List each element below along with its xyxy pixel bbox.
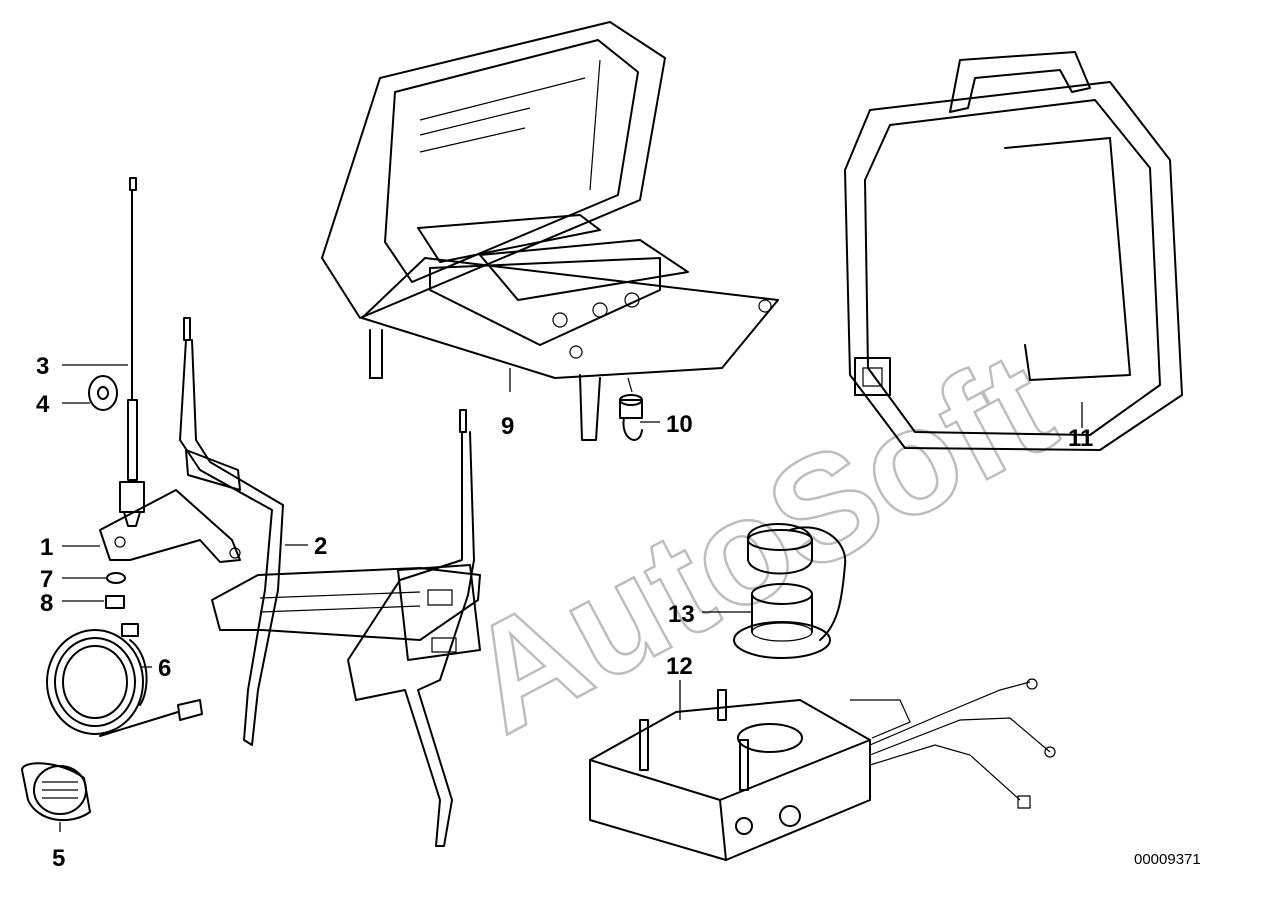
part-2-mounting-frame bbox=[179, 317, 481, 847]
callout-9: 9 bbox=[501, 413, 514, 440]
part-13-socket-with-cap bbox=[733, 523, 847, 659]
callout-2: 2 bbox=[314, 533, 327, 560]
part-9-case-with-tray bbox=[321, 21, 779, 441]
leader-lines bbox=[59, 364, 1083, 832]
callout-10: 10 bbox=[666, 411, 693, 438]
callout-8: 8 bbox=[40, 590, 53, 617]
part-4-grommet bbox=[88, 375, 118, 411]
part-1-antenna-bracket bbox=[99, 489, 241, 563]
callout-4: 4 bbox=[36, 391, 50, 418]
callout-1: 1 bbox=[40, 534, 53, 561]
callout-7: 7 bbox=[40, 566, 53, 593]
callout-13: 13 bbox=[668, 601, 695, 628]
callout-5: 5 bbox=[52, 845, 65, 872]
part-3-antenna-rod bbox=[119, 177, 145, 527]
callout-3: 3 bbox=[36, 353, 49, 380]
callouts: 3 4 1 7 8 6 5 2 9 10 11 13 12 bbox=[36, 353, 1093, 872]
callout-12: 12 bbox=[666, 653, 693, 680]
part-8-nut bbox=[105, 595, 125, 609]
part-11-closed-case bbox=[844, 51, 1183, 451]
callout-6: 6 bbox=[158, 655, 171, 682]
part-12-control-unit bbox=[589, 678, 1056, 861]
part-6-antenna-cable bbox=[46, 623, 203, 737]
part-10-lock-cylinder bbox=[619, 377, 643, 441]
reference-number: 00009371 bbox=[1134, 851, 1201, 868]
callout-11: 11 bbox=[1068, 425, 1093, 452]
part-7-washer bbox=[106, 572, 126, 584]
part-5-cap bbox=[21, 762, 91, 822]
